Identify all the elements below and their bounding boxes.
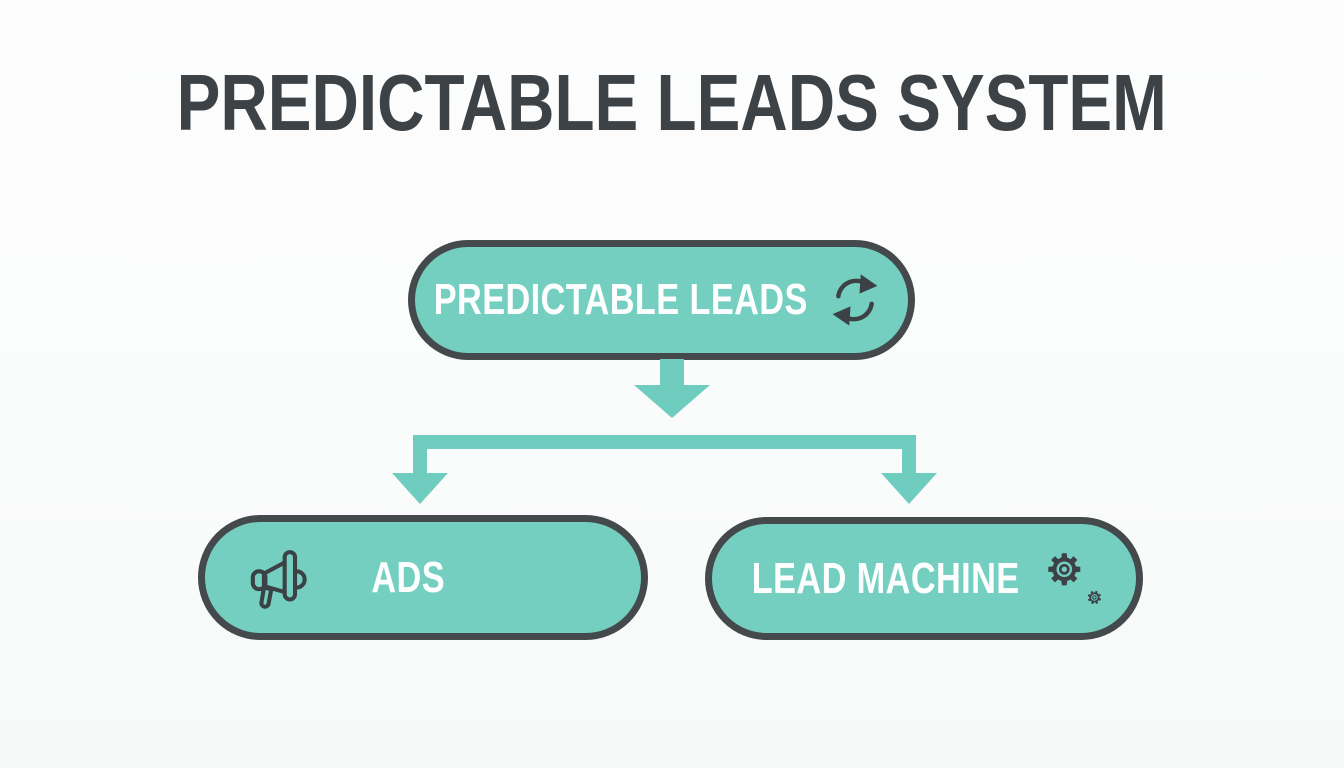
node-ads-content: ADS (205, 552, 641, 602)
node-lead-machine-content: LEAD MACHINE (712, 553, 1136, 603)
node-ads: ADS (198, 515, 648, 640)
node-label: ADS (371, 552, 445, 602)
connector-horizontal-bar (413, 435, 916, 449)
connector-right-drop (902, 435, 916, 474)
connector-left-arrowhead (392, 473, 448, 504)
page-title: PREDICTABLE LEADS SYSTEM (0, 63, 1344, 143)
node-lead-machine: LEAD MACHINE (705, 517, 1143, 640)
node-label: LEAD MACHINE (752, 553, 1020, 603)
connector-right-arrowhead (881, 473, 937, 504)
gears-icon (1040, 545, 1108, 613)
megaphone-icon (241, 541, 315, 615)
refresh-cycle-icon (823, 268, 887, 332)
flow-arrow-down-head (634, 385, 710, 418)
node-predictable-leads: PREDICTABLE LEADS (408, 240, 915, 360)
connector-left-drop (413, 435, 427, 474)
node-predictable-leads-content: PREDICTABLE LEADS (415, 278, 908, 322)
flow-arrow-down-stem (660, 359, 684, 386)
node-label: PREDICTABLE LEADS (433, 275, 808, 324)
page-title-text: PREDICTABLE LEADS SYSTEM (176, 58, 1168, 147)
